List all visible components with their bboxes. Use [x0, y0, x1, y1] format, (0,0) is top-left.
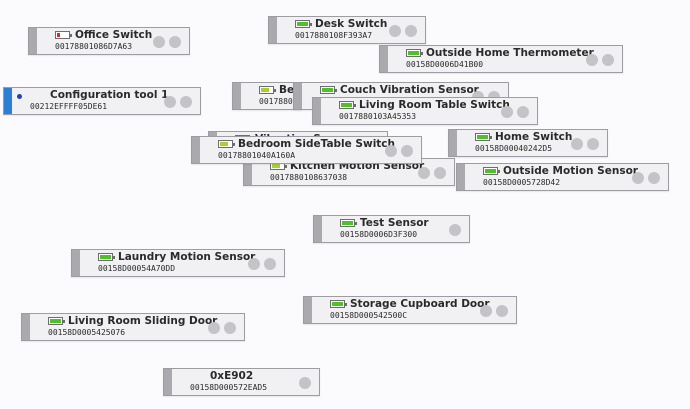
battery-icon	[475, 133, 492, 141]
device-address: 0017880103A45353	[339, 112, 417, 121]
device-address: 00158D000542500C	[330, 311, 408, 320]
battery-icon	[259, 86, 276, 94]
device-address: 0017880108F393A7	[295, 31, 373, 40]
device-name: Couch Vibration Sensor	[340, 84, 479, 96]
node-handle-bar[interactable]	[269, 17, 277, 43]
coordinator-indicator-icon	[17, 94, 22, 99]
link-endpoint-icon[interactable]	[496, 305, 508, 317]
device-name: Home Switch	[495, 131, 573, 143]
device-address: 00212EFFFF05DE61	[30, 102, 108, 111]
device-name: Office Switch	[75, 29, 153, 41]
node-handle-bar[interactable]	[457, 164, 465, 190]
device-address: 0017880	[259, 97, 293, 106]
link-endpoint-icon[interactable]	[299, 377, 311, 389]
node-handle-bar[interactable]	[164, 369, 172, 395]
battery-icon	[406, 49, 423, 57]
node-handle-bar[interactable]	[314, 216, 322, 242]
link-endpoint-icon[interactable]	[164, 96, 176, 108]
node-handle-bar[interactable]	[244, 159, 252, 185]
battery-icon	[330, 300, 347, 308]
battery-icon	[98, 253, 115, 261]
link-endpoint-icon[interactable]	[153, 36, 165, 48]
device-address: 00178801086D7A63	[55, 42, 133, 51]
battery-icon	[48, 317, 65, 325]
device-address: 00178801040A160A	[218, 151, 296, 160]
battery-icon	[320, 86, 337, 94]
link-endpoint-icon[interactable]	[389, 25, 401, 37]
device-address: 00158D0006D3F300	[340, 230, 418, 239]
link-endpoint-icon[interactable]	[405, 25, 417, 37]
device-name: Bedroom SideTable Switch	[238, 138, 396, 150]
link-endpoint-icon[interactable]	[248, 258, 260, 270]
node-handle-bar[interactable]	[29, 28, 37, 54]
device-name: Storage Cupboard Door	[350, 298, 490, 310]
link-endpoint-icon[interactable]	[264, 258, 276, 270]
node-handle-bar[interactable]	[380, 46, 388, 72]
node-handle-bar[interactable]	[4, 88, 12, 114]
link-endpoint-icon[interactable]	[648, 172, 660, 184]
device-name: Test Sensor	[360, 217, 429, 229]
node-handle-bar[interactable]	[192, 137, 200, 163]
link-endpoint-icon[interactable]	[418, 167, 430, 179]
link-endpoint-icon[interactable]	[587, 138, 599, 150]
link-endpoint-icon[interactable]	[571, 138, 583, 150]
link-endpoint-icon[interactable]	[517, 106, 529, 118]
link-endpoint-icon[interactable]	[602, 54, 614, 66]
device-name: Laundry Motion Sensor	[118, 251, 256, 263]
battery-icon	[483, 167, 500, 175]
device-node-bedroom-hidden[interactable]: Bedroom0017880	[232, 82, 332, 110]
node-handle-bar[interactable]	[72, 250, 80, 276]
link-endpoint-icon[interactable]	[501, 106, 513, 118]
device-address: 00158D0005425076	[48, 328, 126, 337]
device-name: 0xE902	[210, 370, 254, 382]
device-name: Outside Home Thermometer	[426, 47, 594, 59]
battery-icon	[218, 140, 235, 148]
device-name: Living Room Sliding Door	[68, 315, 218, 327]
device-address: 00158D00040242D5	[475, 144, 553, 153]
link-endpoint-icon[interactable]	[180, 96, 192, 108]
battery-icon	[340, 219, 357, 227]
link-endpoint-icon[interactable]	[169, 36, 181, 48]
device-address: 00158D000572EAD5	[190, 383, 268, 392]
node-handle-bar[interactable]	[313, 98, 321, 124]
link-endpoint-icon[interactable]	[449, 224, 461, 236]
link-endpoint-icon[interactable]	[480, 305, 492, 317]
device-address: 00158D00054A70DD	[98, 264, 176, 273]
node-handle-bar[interactable]	[294, 83, 302, 109]
battery-icon	[295, 20, 312, 28]
device-name: Outside Motion Sensor	[503, 165, 638, 177]
link-endpoint-icon[interactable]	[434, 167, 446, 179]
device-address: 00158D0006D41B00	[406, 60, 484, 69]
device-name: Desk Switch	[315, 18, 388, 30]
link-endpoint-icon[interactable]	[208, 322, 220, 334]
device-address: 0017880108637038	[270, 173, 348, 182]
device-address: 00158D0005728D42	[483, 178, 561, 187]
device-name: Living Room Table Switch	[359, 99, 510, 111]
device-name: Configuration tool 1	[50, 89, 169, 101]
link-endpoint-icon[interactable]	[632, 172, 644, 184]
link-endpoint-icon[interactable]	[401, 145, 413, 157]
link-endpoint-icon[interactable]	[586, 54, 598, 66]
node-handle-bar[interactable]	[449, 130, 457, 156]
node-handle-bar[interactable]	[22, 314, 30, 340]
node-handle-bar[interactable]	[304, 297, 312, 323]
link-endpoint-icon[interactable]	[385, 145, 397, 157]
battery-icon	[339, 101, 356, 109]
node-handle-bar[interactable]	[233, 83, 241, 109]
battery-icon	[55, 31, 72, 39]
link-endpoint-icon[interactable]	[224, 322, 236, 334]
